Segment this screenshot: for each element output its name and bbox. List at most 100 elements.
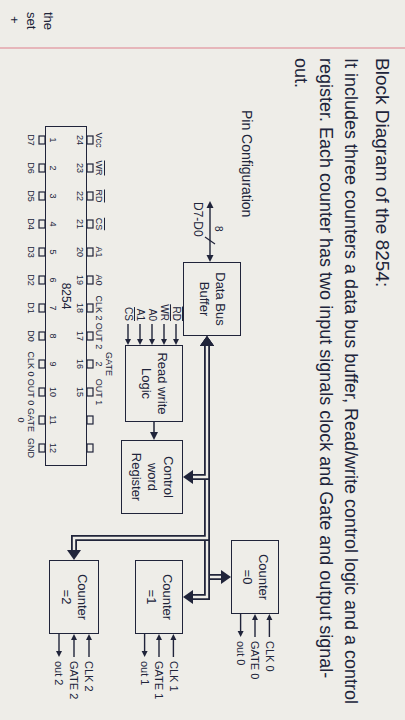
pin-number: 7	[48, 298, 58, 318]
signal-arrow-head	[86, 634, 92, 640]
signal-arrow	[173, 639, 174, 657]
pin-stub	[87, 416, 93, 424]
pin-stub	[87, 276, 93, 284]
signal-arrow-head	[156, 634, 162, 640]
pin-number: 21	[75, 214, 85, 234]
arrow-head	[183, 470, 193, 484]
pin-stub	[87, 136, 93, 144]
pin-name: GATE 2	[94, 350, 114, 378]
block-box: Counter =0	[231, 540, 279, 614]
pin-stub	[87, 164, 93, 172]
block-label: Counter =0	[239, 545, 271, 609]
bus-connector	[67, 336, 214, 560]
pin-name: CS	[94, 210, 104, 238]
pin-number: 20	[75, 242, 85, 262]
signal-name: the	[40, 12, 55, 30]
signal-name: WR	[159, 295, 171, 321]
pin-number: 1	[48, 130, 58, 150]
signal-arrow-head	[238, 631, 244, 637]
pin-name: OUT 0	[26, 378, 36, 406]
signal-name: 8	[213, 226, 225, 232]
bus-width-slash	[205, 237, 215, 244]
block-box: Counter =1	[135, 560, 183, 634]
input-arrow	[175, 324, 176, 340]
signal-name: set	[23, 12, 38, 29]
chip-label: 8254	[58, 283, 74, 310]
pin-name: D0	[26, 322, 36, 350]
bus-arrow	[209, 207, 210, 256]
connector-line	[153, 422, 155, 433]
bus-outline	[74, 345, 207, 551]
arrow-head	[200, 336, 214, 346]
signal-name: out 2	[53, 661, 66, 685]
signal-arrow	[73, 639, 74, 657]
pin-name: CLK 2	[94, 294, 104, 322]
signal-name: RD	[171, 295, 183, 321]
signal-name: CLK 2	[83, 661, 96, 692]
signal-arrow	[240, 614, 241, 632]
input-arrow	[163, 324, 164, 340]
bus-outline	[192, 345, 207, 597]
pin-number: 3	[48, 186, 58, 206]
signal-arrow	[158, 639, 159, 657]
pin-number: 22	[75, 186, 85, 206]
block-label: Control word Register	[128, 445, 176, 509]
pin-name: D2	[26, 266, 36, 294]
block-box: Read write Logic	[125, 345, 183, 422]
pin-stub	[87, 220, 93, 228]
bus-arrow-head	[207, 201, 214, 208]
input-arrow	[127, 324, 128, 340]
signal-arrow-head	[56, 651, 62, 657]
pin-number: 8	[48, 326, 58, 346]
signal-arrow	[88, 639, 89, 657]
signal-name: out 1	[138, 661, 151, 685]
pin-name: CLK 0	[26, 350, 36, 378]
signal-name: GATE 2	[68, 661, 81, 699]
pin-number: 4	[48, 214, 58, 234]
pin-stub	[87, 360, 93, 368]
bus-arrow-head	[207, 255, 214, 262]
pin-stub	[87, 444, 93, 452]
pin-number: 9	[48, 354, 58, 374]
pin-number: 17	[75, 326, 85, 346]
pin-name: GND	[26, 434, 36, 462]
bus-connector	[183, 336, 214, 604]
signal-arrow	[144, 634, 145, 652]
block-label: Counter =1	[143, 565, 175, 629]
block-label: Read write Logic	[138, 350, 170, 417]
arrow-head	[221, 570, 231, 584]
input-arrow	[151, 324, 152, 340]
bus-inner	[74, 345, 207, 551]
signal-name: A1	[135, 295, 147, 321]
bus-connector	[183, 336, 214, 484]
margin-line	[0, 47, 405, 49]
arrow-head	[150, 432, 158, 440]
signal-name: out 0	[234, 641, 247, 665]
pin-name: D3	[26, 238, 36, 266]
arrow-head	[183, 590, 193, 604]
pin-name: D1	[26, 294, 36, 322]
signal-name: A0	[147, 295, 159, 321]
block-box: Data Bus Buffer	[183, 262, 241, 336]
signal-name: GATE 1	[153, 661, 166, 699]
arrow-head	[67, 550, 81, 560]
note-text: It includes three counters a data bus bu…	[288, 58, 363, 708]
signal-arrow-head	[142, 651, 148, 657]
pin-name: RD	[94, 182, 104, 210]
pin-number: 12	[48, 438, 58, 458]
block-label: Data Bus Buffer	[196, 267, 228, 331]
pin-number: 10	[48, 382, 58, 402]
pin-name: WR	[94, 154, 104, 182]
pin-stub	[87, 192, 93, 200]
signal-name: CLK 1	[167, 661, 180, 692]
signal-name: Pin Configuration	[239, 110, 255, 217]
signal-arrow-head	[252, 614, 258, 620]
block-box: Control word Register	[121, 440, 183, 514]
signal-name: GATE 0	[249, 641, 262, 679]
pin-name: D7	[26, 126, 36, 154]
signal-name: CS	[123, 295, 135, 321]
signal-arrow-head	[266, 614, 272, 620]
signal-arrow	[58, 634, 59, 652]
bus-outline	[192, 345, 207, 477]
